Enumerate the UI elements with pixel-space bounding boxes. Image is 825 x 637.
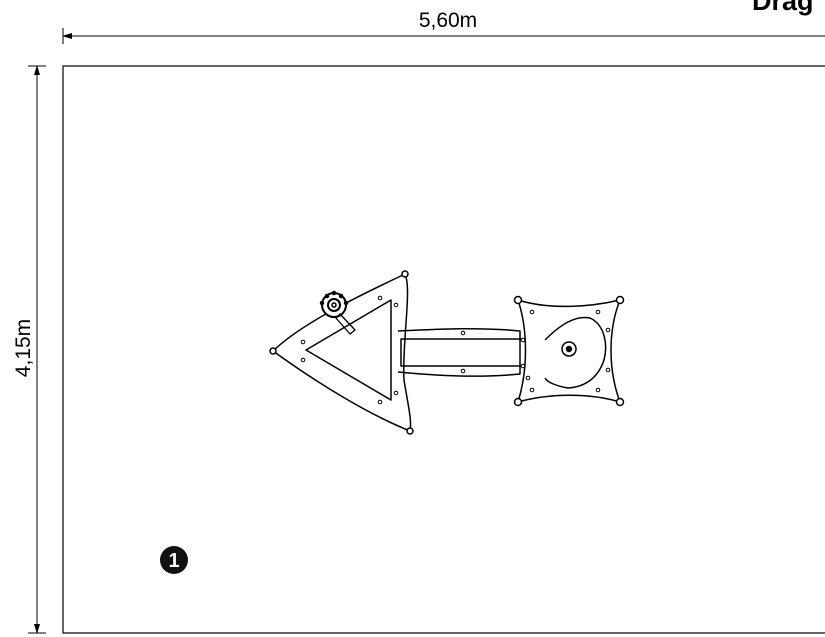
width-label: 5,60m	[419, 9, 477, 32]
playground-arrow-element-icon	[269, 270, 625, 435]
spinner-seat	[319, 290, 356, 335]
plan-title: Drag	[752, 0, 814, 16]
marker-number: 1	[168, 550, 179, 572]
play-area-border	[62, 65, 825, 634]
height-dimension: 4,15m	[12, 65, 46, 634]
number-circle-icon: 1	[160, 546, 188, 574]
width-dimension: 5,60m	[62, 9, 825, 44]
height-label: 4,15m	[12, 319, 35, 377]
